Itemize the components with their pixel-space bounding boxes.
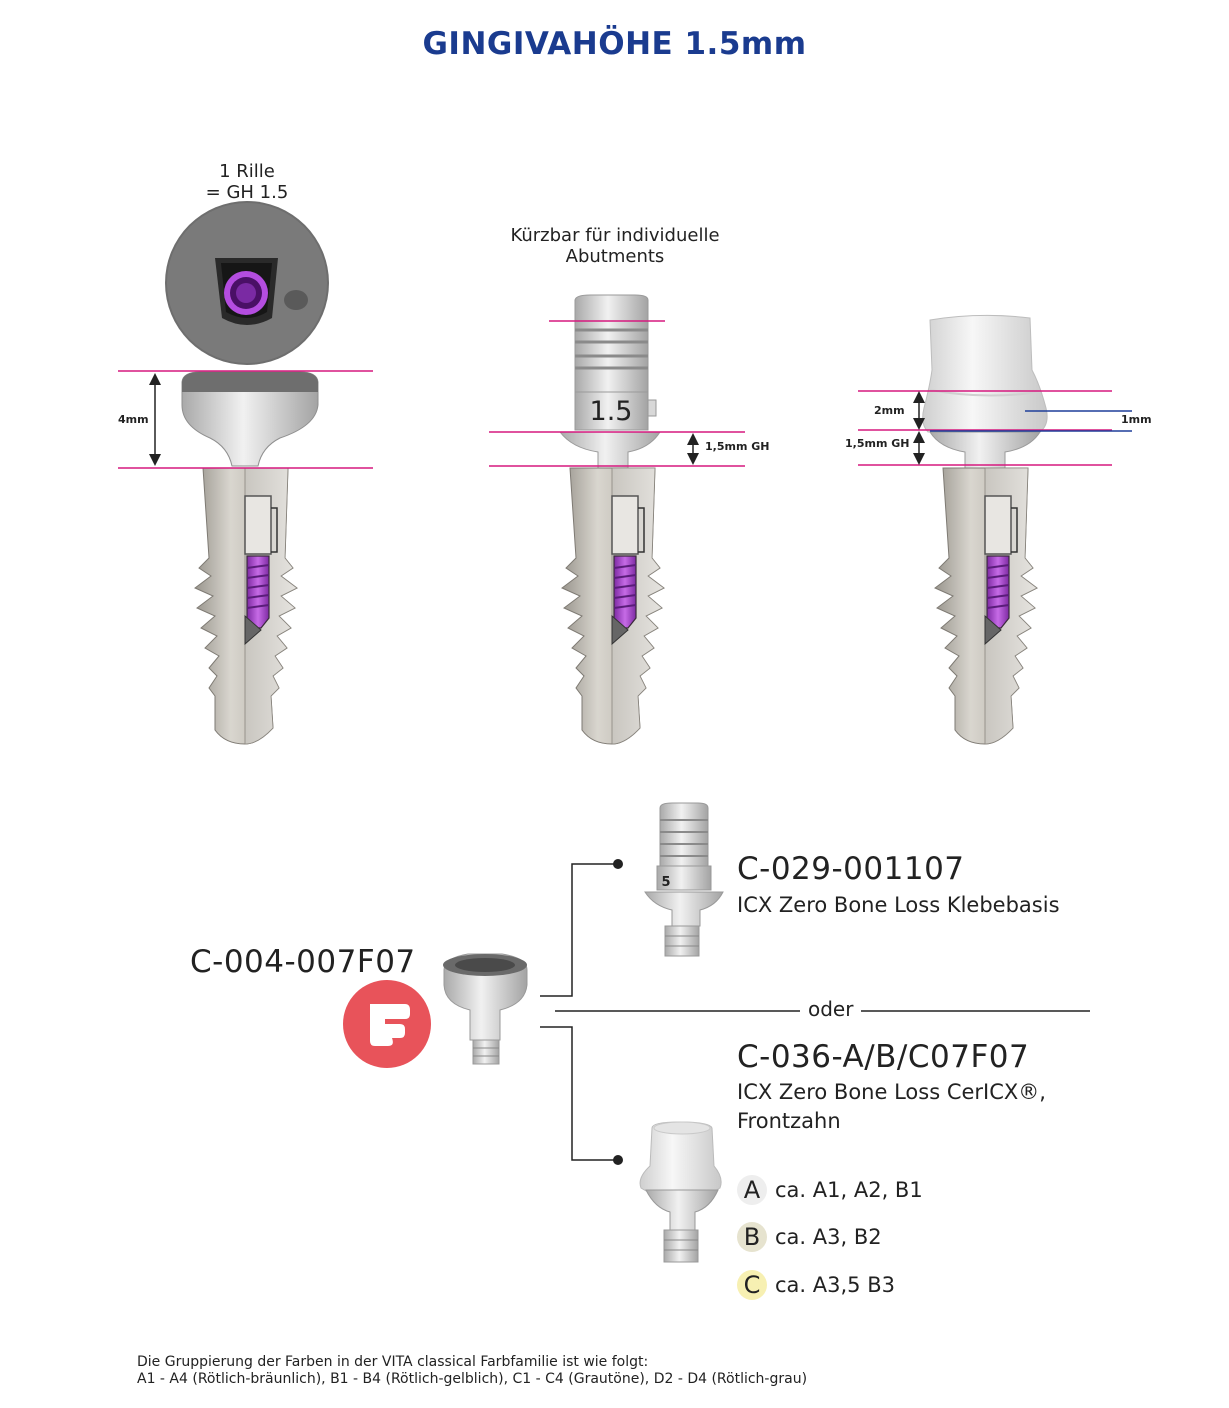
dim-label-4mm: 4mm — [118, 413, 149, 426]
shortenable-caption: Kürzbar für individuelle Abutments — [465, 225, 765, 267]
shade-badge-c: C — [737, 1270, 767, 1300]
shade-option-b: B ca. A3, B2 — [737, 1222, 882, 1252]
dim-label-2mm: 2mm — [874, 404, 905, 417]
top-view-caption-line2: = GH 1.5 — [205, 182, 289, 203]
shortenable-caption-line2: Abutments — [565, 246, 665, 267]
footnote: Die Gruppierung der Farben in der VITA c… — [137, 1354, 1137, 1388]
connector-line — [540, 863, 618, 997]
dim-label-1mm: 1mm — [1121, 413, 1152, 426]
implant-with-klebebasis — [558, 294, 665, 745]
klebebasis-mark: 5 — [661, 875, 670, 890]
implant-with-cericx — [922, 314, 1048, 745]
shade-option-a: A ca. A1, A2, B1 — [737, 1175, 923, 1205]
page-title: GINGIVAHÖHE 1.5mm — [422, 26, 807, 62]
healing-cap-top-view — [165, 201, 329, 365]
cericx-product-image — [639, 1121, 722, 1263]
footnote-line1: Die Gruppierung der Farben in der VITA c… — [137, 1354, 649, 1370]
shade-badge-a: A — [737, 1175, 767, 1205]
top-view-caption: 1 Rille = GH 1.5 — [147, 161, 347, 203]
connector-line — [540, 1026, 618, 1161]
top-view-caption-line1: 1 Rille — [219, 161, 275, 182]
cericx-code: C-036-A/B/C07F07 — [737, 1039, 1030, 1075]
shortenable-caption-line1: Kürzbar für individuelle — [510, 225, 720, 246]
abutment-mark: 1.5 — [590, 396, 633, 427]
shade-badge-b: B — [737, 1222, 767, 1252]
implant-with-healing-cap — [181, 371, 319, 745]
shade-text-a: ca. A1, A2, B1 — [775, 1178, 923, 1202]
footnote-line2: A1 - A4 (Rötlich-bräunlich), B1 - B4 (Rö… — [137, 1371, 808, 1387]
cericx-name: ICX Zero Bone Loss CerICX®, Frontzahn — [737, 1078, 1046, 1136]
dim-label-right-gh: 1,5mm GH — [845, 437, 910, 450]
klebebasis-code: C-029-001107 — [737, 851, 965, 887]
shade-text-c: ca. A3,5 B3 — [775, 1273, 895, 1297]
connector-dot — [613, 859, 623, 869]
klebebasis-name: ICX Zero Bone Loss Klebebasis — [737, 893, 1060, 917]
f-badge — [343, 980, 431, 1068]
cericx-name-line1: ICX Zero Bone Loss CerICX®, — [737, 1080, 1046, 1104]
dim-label-center-gh: 1,5mm GH — [705, 440, 770, 453]
oder-separator-label: oder — [800, 997, 862, 1021]
healing-cap-code: C-004-007F07 — [190, 944, 416, 980]
healing-cap-product-image — [443, 953, 528, 1065]
cericx-name-line2: Frontzahn — [737, 1109, 841, 1133]
connector-dot — [613, 1155, 623, 1165]
shade-option-c: C ca. A3,5 B3 — [737, 1270, 895, 1300]
shade-text-b: ca. A3, B2 — [775, 1225, 882, 1249]
klebebasis-product-image — [644, 802, 724, 957]
